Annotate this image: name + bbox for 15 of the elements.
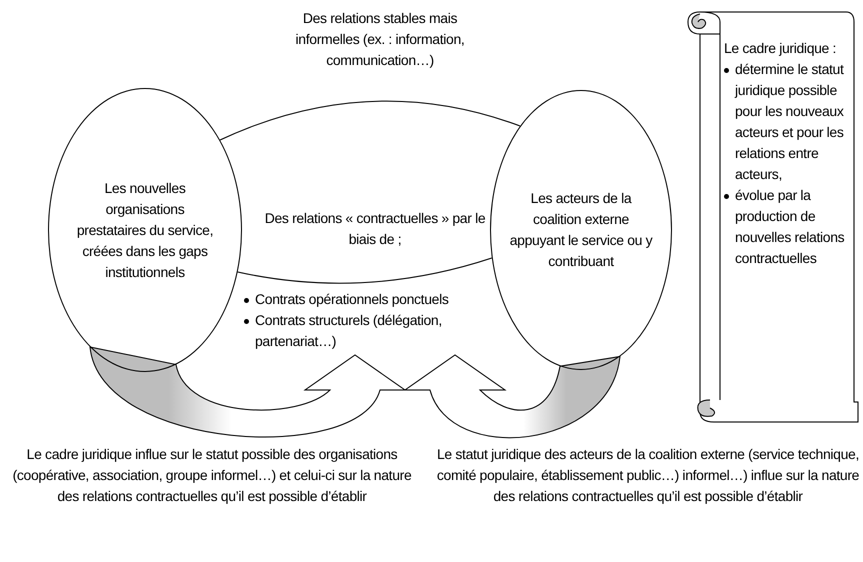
bullet-text: évolue par la production de nouvelles relations contractuelles [735,186,846,268]
node-text: Les acteurs de la coalition externe appuyant le service ou y contribuant [508,189,654,271]
bullet-text: Contrats structurels (délégation, partenariat…) [255,311,443,351]
edge-label: Des relations « contractuelles » par le biais de ; [264,209,486,249]
scroll-heading: Le cadre juridique : [724,39,838,58]
explanation-text: Le statut juridique des acteurs de la coalition externe (service technique, comité populaire, établissement public…) informel…) influe sur la nature des relations contractuelles qu’il est possible d’établir [436,445,860,506]
bullet-text: Contrats opérationnels ponctuels [255,290,448,309]
node-text: Les nouvelles organisations prestataires du service, créées dans les gaps institutionnels [76,178,214,282]
explanation-text: Le cadre juridique influe sur le statut possible des organisations (coopérative, association, groupe informel…) et celui-ci sur la nature des relations contractuelles qu’il est possible d’établir [12,445,412,506]
edge-label: Des relations stables mais informelles (ex. : information, communication…) [294,9,466,70]
ellipse-node [48,88,242,372]
connector-line [220,100,521,140]
ellipse-node [490,90,672,370]
connector-line [237,258,492,284]
curved-block-arrow [90,346,406,438]
